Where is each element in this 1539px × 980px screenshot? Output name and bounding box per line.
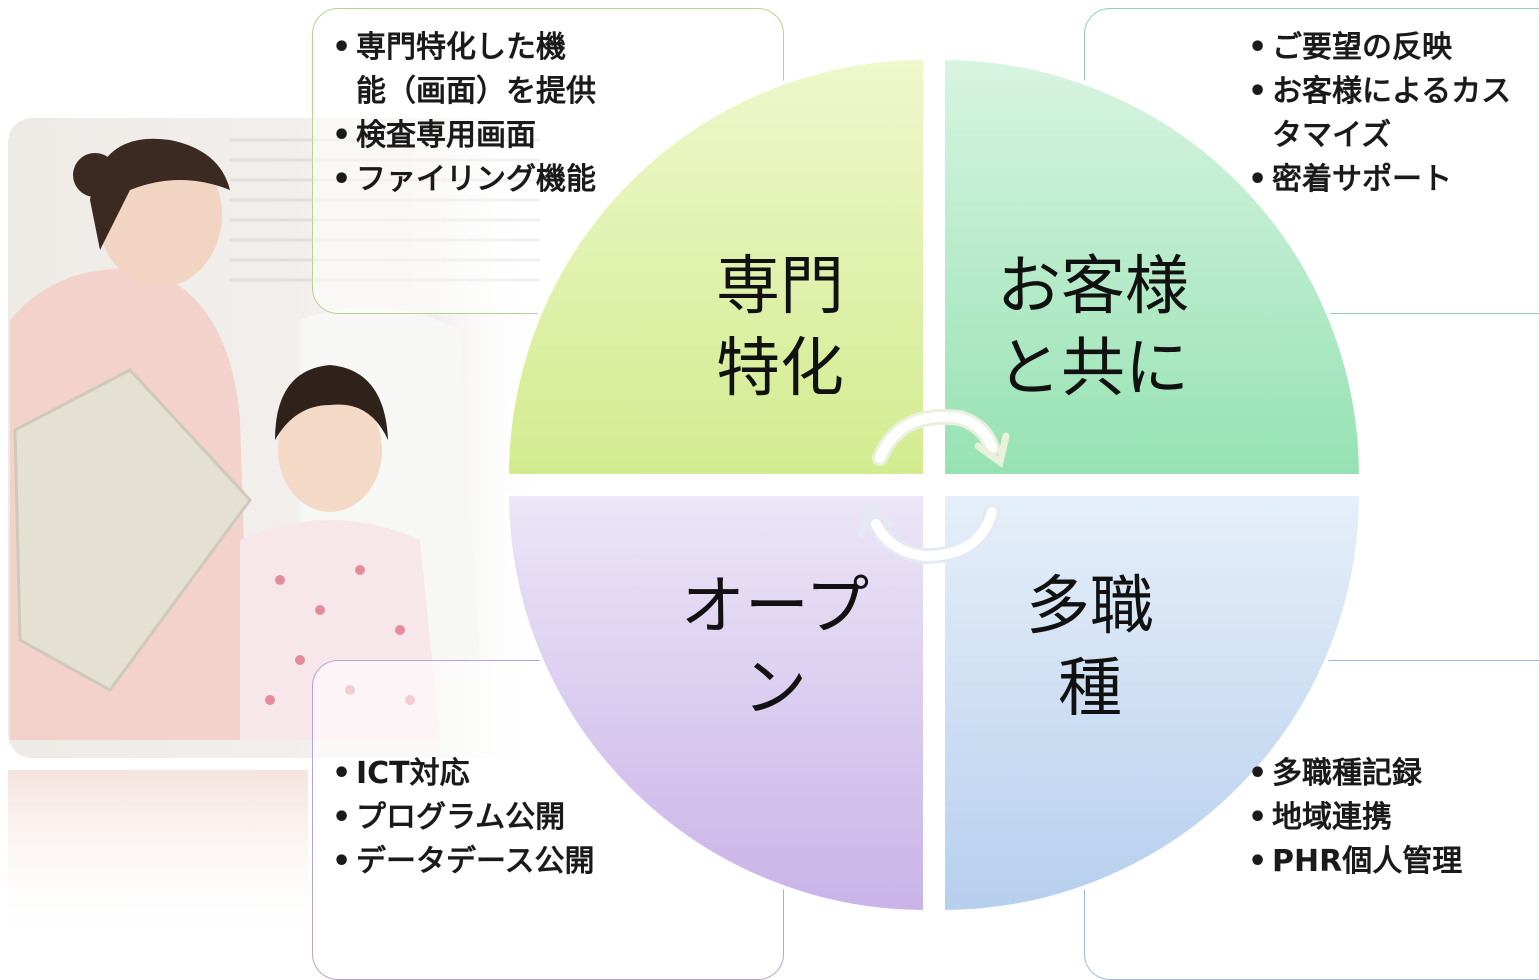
quadrant-customer <box>941 55 1364 478</box>
quadrant-specialized <box>504 55 927 478</box>
quadrant-label-line: と共に <box>997 332 1189 406</box>
list-item: ICT対応 <box>332 752 595 796</box>
list-item: ファイリング機能 <box>332 158 596 202</box>
nurse-and-child-photo <box>8 118 548 950</box>
list-item: 地域連携 <box>1248 796 1462 840</box>
list-item: 検査専用画面 <box>332 114 596 158</box>
quadrant-open <box>504 492 927 915</box>
list-item: データデース公開 <box>332 840 595 884</box>
quadrant-label-line: オープ <box>680 570 870 644</box>
bullet-list-specialized: 専門特化した機 能（画面）を提供 検査専用画面 ファイリング機能 <box>332 26 596 202</box>
quadrant-label-specialized: 専門 特化 <box>690 246 870 410</box>
quadrant-label-line: ン <box>743 652 807 726</box>
quadrant-label-line: 特化 <box>716 332 844 406</box>
bullet-list-open: ICT対応 プログラム公開 データデース公開 <box>332 752 595 884</box>
quadrant-multidisciplinary <box>941 492 1364 915</box>
quadrant-label-line: 種 <box>1058 652 1122 726</box>
list-item: 密着サポート <box>1248 158 1511 202</box>
list-item: 専門特化した機 能（画面）を提供 <box>332 26 596 114</box>
list-item: ご要望の反映 <box>1248 26 1511 70</box>
quadrant-label-customer: お客様 と共に <box>978 246 1208 410</box>
quadrant-label-open: オープ ン <box>660 566 890 730</box>
bullet-list-multidisciplinary: 多職種記録 地域連携 PHR個人管理 <box>1248 752 1462 884</box>
list-item: PHR個人管理 <box>1248 840 1462 884</box>
quadrant-label-line: 多職 <box>1026 570 1154 644</box>
list-item: お客様によるカス タマイズ <box>1248 70 1511 158</box>
quadrant-label-line: お客様 <box>997 250 1189 324</box>
list-item: プログラム公開 <box>332 796 595 840</box>
cycle-arrows-icon <box>858 408 1010 565</box>
quadrant-label-line: 専門 <box>716 250 844 324</box>
quadrant-label-multidisciplinary: 多職 種 <box>1000 566 1180 730</box>
bullet-list-customer: ご要望の反映 お客様によるカス タマイズ 密着サポート <box>1248 26 1511 202</box>
list-item: 多職種記録 <box>1248 752 1462 796</box>
